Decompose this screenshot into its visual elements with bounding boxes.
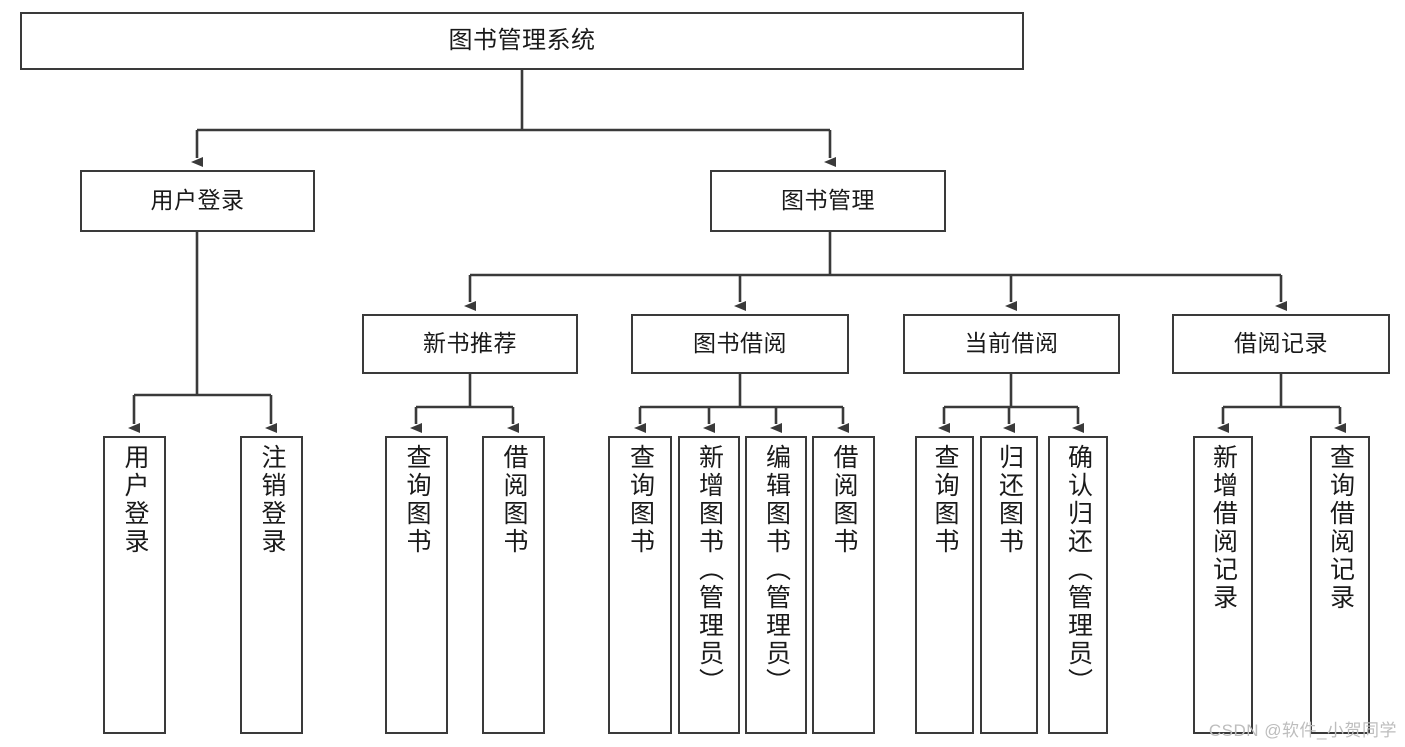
leaf-book-borrow-borrow-label: 借阅图书 bbox=[830, 444, 858, 556]
leaf-book-borrow-edit[interactable]: 编辑图书（管理员） bbox=[745, 436, 807, 734]
node-current-borrow[interactable]: 当前借阅 bbox=[903, 314, 1120, 374]
node-book-management-label: 图书管理 bbox=[781, 187, 875, 214]
node-borrow-record[interactable]: 借阅记录 bbox=[1172, 314, 1390, 374]
leaf-new-book-query-label: 查询图书 bbox=[403, 444, 431, 556]
leaf-current-borrow-confirm[interactable]: 确认归还（管理员） bbox=[1048, 436, 1108, 734]
leaf-book-borrow-add[interactable]: 新增图书（管理员） bbox=[678, 436, 740, 734]
node-borrow-record-label: 借阅记录 bbox=[1234, 330, 1328, 357]
leaf-current-borrow-return-label: 归还图书 bbox=[995, 444, 1024, 556]
leaf-book-borrow-add-label: 新增图书（管理员） bbox=[695, 444, 724, 696]
node-current-borrow-label: 当前借阅 bbox=[964, 330, 1059, 357]
leaf-new-book-borrow[interactable]: 借阅图书 bbox=[482, 436, 545, 734]
node-user-login-label: 用户登录 bbox=[150, 187, 245, 214]
leaf-borrow-record-add-label: 新增借阅记录 bbox=[1209, 444, 1238, 612]
node-user-login[interactable]: 用户登录 bbox=[80, 170, 315, 232]
leaf-book-borrow-query[interactable]: 查询图书 bbox=[608, 436, 672, 734]
leaf-book-borrow-query-label: 查询图书 bbox=[626, 444, 655, 556]
leaf-new-book-query[interactable]: 查询图书 bbox=[385, 436, 448, 734]
leaf-borrow-record-query-label: 查询借阅记录 bbox=[1326, 444, 1355, 612]
leaf-borrow-record-query[interactable]: 查询借阅记录 bbox=[1310, 436, 1370, 734]
leaf-book-borrow-borrow[interactable]: 借阅图书 bbox=[812, 436, 875, 734]
node-new-book-recommend-label: 新书推荐 bbox=[423, 330, 517, 357]
node-root-label: 图书管理系统 bbox=[448, 26, 596, 54]
leaf-user-login-signout[interactable]: 注销登录 bbox=[240, 436, 303, 734]
leaf-user-login-signin-label: 用户登录 bbox=[121, 444, 149, 556]
node-book-borrow-label: 图书借阅 bbox=[693, 330, 787, 357]
node-book-borrow[interactable]: 图书借阅 bbox=[631, 314, 849, 374]
leaf-current-borrow-query-label: 查询图书 bbox=[931, 444, 959, 556]
node-root[interactable]: 图书管理系统 bbox=[20, 12, 1024, 70]
leaf-user-login-signout-label: 注销登录 bbox=[258, 444, 286, 556]
node-book-management[interactable]: 图书管理 bbox=[710, 170, 946, 232]
leaf-current-borrow-query[interactable]: 查询图书 bbox=[915, 436, 974, 734]
leaf-book-borrow-edit-label: 编辑图书（管理员） bbox=[762, 444, 791, 696]
leaf-borrow-record-add[interactable]: 新增借阅记录 bbox=[1193, 436, 1253, 734]
leaf-current-borrow-confirm-label: 确认归还（管理员） bbox=[1064, 444, 1093, 696]
leaf-new-book-borrow-label: 借阅图书 bbox=[500, 444, 528, 556]
leaf-user-login-signin[interactable]: 用户登录 bbox=[103, 436, 166, 734]
node-new-book-recommend[interactable]: 新书推荐 bbox=[362, 314, 578, 374]
leaf-current-borrow-return[interactable]: 归还图书 bbox=[980, 436, 1038, 734]
